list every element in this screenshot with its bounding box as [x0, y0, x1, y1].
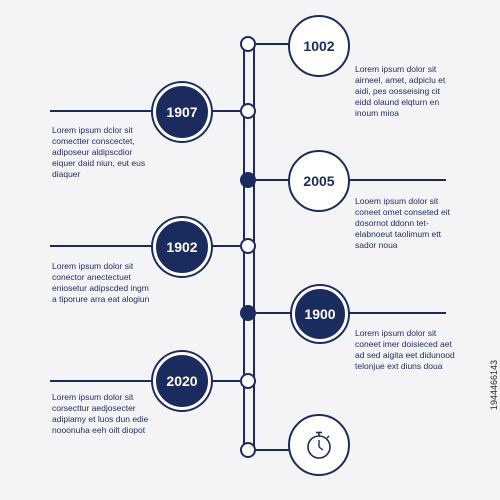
year-label: 2005 [303, 173, 335, 189]
entry-description: Lorem ipsum dolor sit corsecttur aedjose… [52, 392, 149, 435]
year-label: 2020 [166, 373, 198, 389]
connector-line [50, 245, 240, 247]
connector-line [256, 179, 446, 181]
year-bubble: 1002 [288, 15, 350, 77]
stopwatch-bubble [288, 414, 350, 476]
entry-description: Looem ipsum dolor sit coneet omet conset… [355, 196, 450, 250]
timeline-node [240, 305, 256, 321]
connector-line [50, 110, 240, 112]
timeline-node [240, 103, 256, 119]
stock-id-label: 1944466143 [489, 360, 499, 411]
year-bubble: 2020 [153, 352, 211, 410]
connector-line [256, 449, 290, 451]
entry-description: Lorem ipsum dclor sit comectter conscect… [52, 125, 146, 179]
timeline-node [240, 238, 256, 254]
year-label: 1900 [304, 306, 336, 322]
connector-line [256, 312, 446, 314]
year-label: 1902 [166, 239, 198, 255]
timeline-node [240, 373, 256, 389]
year-bubble: 1900 [292, 286, 348, 342]
entry-description: Lorem ipsum dolor sit conector anectectu… [52, 261, 150, 304]
year-bubble: 1907 [153, 83, 211, 141]
connector-line [50, 380, 240, 382]
entry-description: Lorem ipsum dolor sit coneet imer doisie… [355, 328, 455, 371]
timeline-node [240, 172, 256, 188]
entry-description: Lorem ipsum dolor sit airneel, amet, adp… [355, 64, 446, 118]
year-label: 1907 [166, 104, 198, 120]
stopwatch-icon [307, 431, 331, 459]
year-label: 1002 [303, 38, 335, 54]
year-bubble: 1902 [153, 218, 211, 276]
year-bubble: 2005 [288, 150, 350, 212]
connector-line [256, 43, 290, 45]
timeline-node [240, 442, 256, 458]
timeline-node [240, 36, 256, 52]
